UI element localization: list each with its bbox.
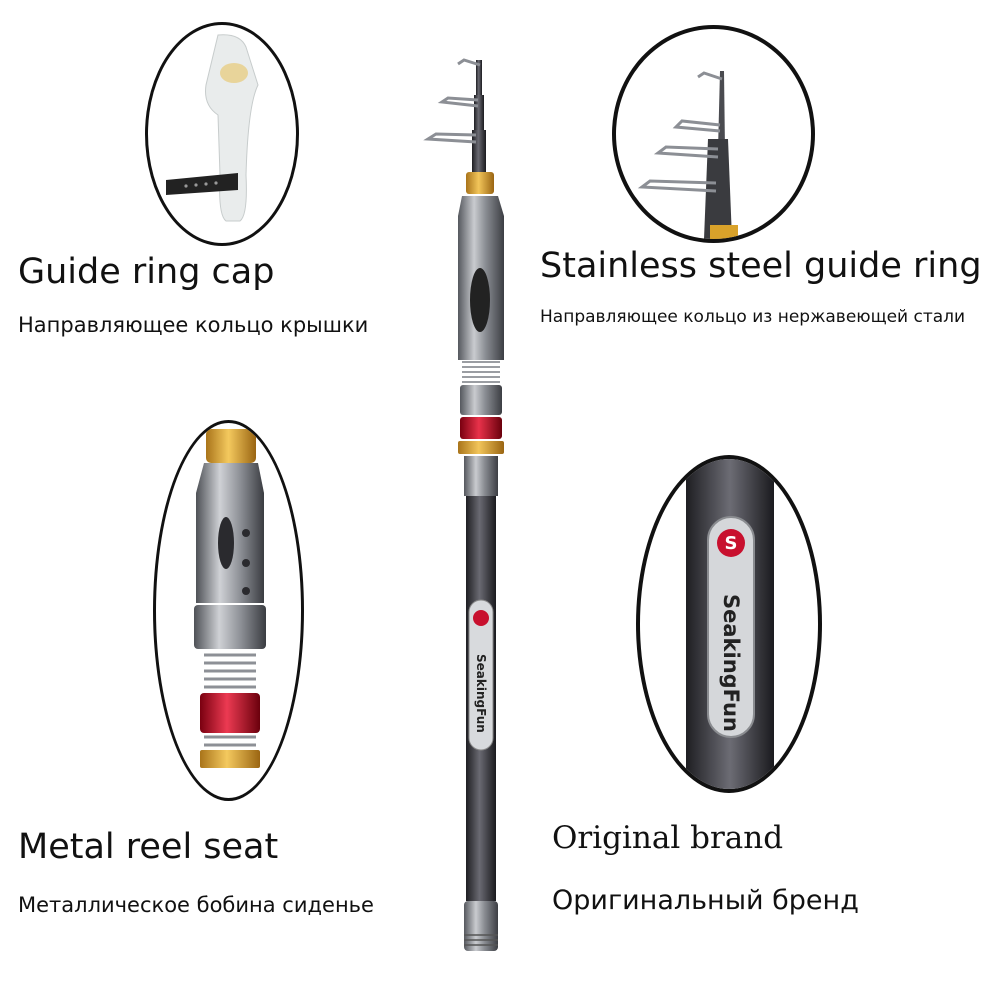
steel-ring-subtitle: Направляющее кольцо из нержавеющей стали bbox=[540, 307, 966, 327]
reel-seat-title: Metal reel seat bbox=[18, 827, 279, 867]
brand-title: Original brand bbox=[552, 820, 784, 856]
brand-closeup: S SeakingFun bbox=[636, 455, 822, 793]
reel-seat-subtitle: Металлическое бобина сиденье bbox=[18, 893, 374, 917]
guide-cap-closeup bbox=[145, 22, 299, 246]
guide-cap-subtitle: Направляющее кольцо крышки bbox=[18, 313, 369, 337]
steel-ring-closeup bbox=[612, 25, 815, 243]
rod-logo-text: SeakingFun bbox=[474, 654, 488, 733]
guide-cap-title: Guide ring cap bbox=[18, 252, 275, 292]
brand-subtitle: Оригинальный бренд bbox=[552, 885, 859, 916]
reel-seat-closeup bbox=[153, 420, 304, 801]
brand-logo-text: SeakingFun bbox=[719, 594, 743, 732]
fishing-rod-image: SeakingFun bbox=[400, 40, 560, 980]
svg-text:S: S bbox=[725, 533, 738, 554]
steel-ring-title: Stainless steel guide ring bbox=[540, 246, 982, 286]
